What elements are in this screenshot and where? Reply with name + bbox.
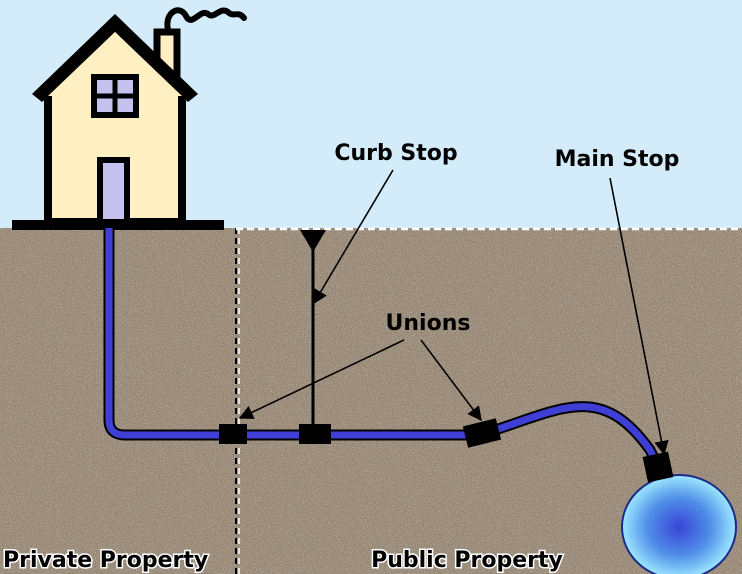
soil [0, 228, 742, 574]
house [12, 7, 247, 230]
roof [32, 14, 198, 102]
private-property-label: Private Property [3, 548, 208, 573]
curb-stop-label: Curb Stop [334, 141, 457, 166]
main-stop-arrow [609, 177, 669, 456]
gable [48, 32, 182, 96]
union-left [219, 424, 247, 444]
house-door [97, 157, 130, 225]
main-stop-label: Main Stop [555, 147, 680, 172]
water-main [621, 474, 737, 574]
curb-stop-valve [299, 230, 331, 444]
service-pipe-fill [105, 228, 664, 472]
public-property-label: Public Property [371, 548, 563, 573]
main-stop [642, 451, 674, 483]
unions-label: Unions [386, 311, 471, 336]
unions-arrow-left [238, 339, 405, 419]
unions-arrow-right [420, 339, 482, 422]
chimney-smoke [164, 7, 247, 33]
union-right [462, 418, 502, 448]
curb-stop-arrow [313, 169, 394, 305]
